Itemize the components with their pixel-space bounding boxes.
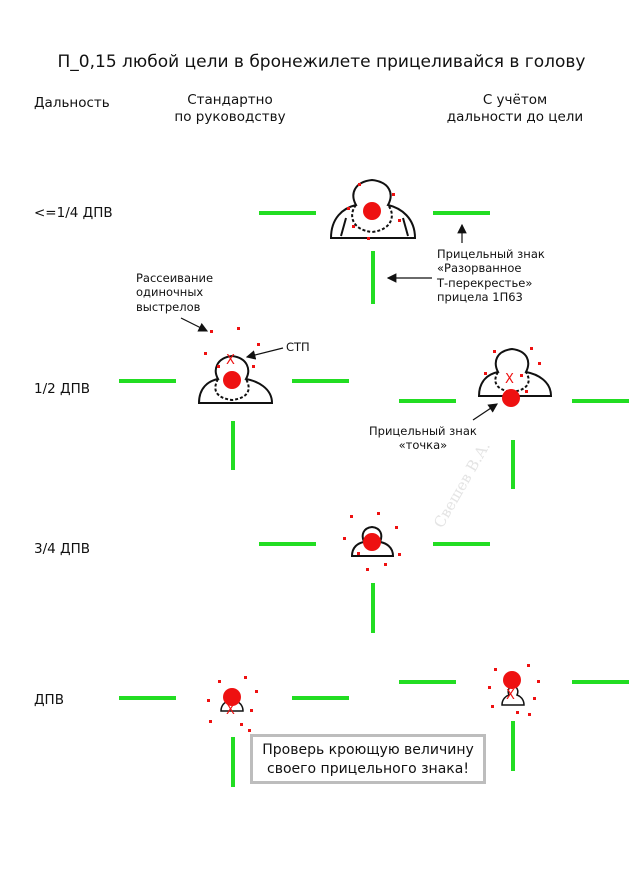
header-range: Дальность <box>34 95 110 111</box>
stp-mark-row2-right: X <box>505 372 514 387</box>
header-with-range: С учётом дальности до цели <box>446 92 584 125</box>
reticle-row2-right <box>399 399 629 489</box>
reticle-row4-right <box>399 680 629 771</box>
spread-dots-row3 <box>343 512 401 571</box>
header-standard: Стандартно по руководству <box>174 92 286 125</box>
note-text: Проверь кроющую величину своего прицельн… <box>262 742 474 777</box>
row-label-quarter: <=1/4 ДПВ <box>34 205 113 221</box>
annotation-dispersion: Рассеивание одиночных выстрелов <box>136 271 214 314</box>
annotation-arrows <box>180 223 498 421</box>
aim-dot-row2-right <box>502 389 520 407</box>
spread-dots-row1 <box>347 183 401 240</box>
aim-dot-row2-left <box>223 371 241 389</box>
aim-dot-row4-right <box>503 671 521 689</box>
aim-dot-row1 <box>363 202 381 220</box>
reticle-row3 <box>259 542 490 633</box>
reticle-row4-left <box>119 696 349 787</box>
stp-mark-row4-right: X <box>506 688 515 703</box>
reticle-row2-left <box>119 379 349 470</box>
spread-dots-row2-left <box>204 327 260 368</box>
aim-dot-row4-left <box>223 688 241 706</box>
spread-dots-row2-right <box>484 347 541 393</box>
note-box: Проверь кроющую величину своего прицельн… <box>250 734 486 784</box>
row-label-three-quarter: 3/4 ДПВ <box>34 541 90 557</box>
annotation-aim-mark-t: Прицельный знак «Разорванное Т-перекрест… <box>437 247 545 305</box>
target-silhouette-row2-right <box>477 347 553 397</box>
aim-dot-row3 <box>363 533 381 551</box>
spread-dots-row4-right <box>488 664 540 716</box>
page-title: П_0,15 любой цели в бронежилете прицелив… <box>57 52 586 72</box>
spread-dots-row4-left <box>207 676 258 732</box>
reticle-row1 <box>259 211 490 304</box>
stp-mark-row4-left: X <box>226 703 235 718</box>
row-label-half: 1/2 ДПВ <box>34 381 90 397</box>
stp-mark-row2-left: X <box>226 353 235 368</box>
annotation-aim-mark-dot: Прицельный знак «точка» <box>369 424 477 453</box>
row-label-full: ДПВ <box>34 692 64 708</box>
annotation-stp: СТП <box>286 340 310 354</box>
